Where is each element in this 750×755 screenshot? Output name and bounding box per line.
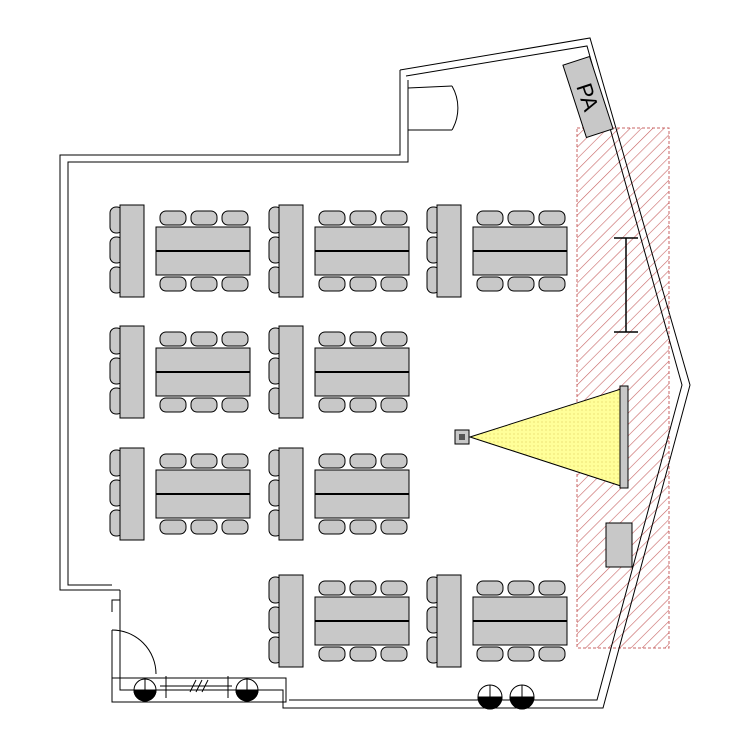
speaker-icon: [235, 678, 259, 702]
table-group: [426, 204, 568, 298]
speaker-icon: [133, 678, 157, 702]
table-group: [109, 447, 251, 541]
lectern-icon: [614, 237, 638, 333]
table-group: [109, 325, 251, 419]
projection-screen: [619, 385, 629, 489]
stage-label: PA: [562, 55, 614, 139]
table-group: [268, 325, 410, 419]
door-swing-icon: [111, 629, 157, 678]
outlet-icon: [477, 684, 503, 710]
table-group: [426, 574, 568, 668]
table-group: [268, 204, 410, 298]
door-swing-icon: [407, 85, 459, 131]
projector-icon: [454, 429, 470, 445]
table-group: [268, 574, 410, 668]
podium: [605, 522, 633, 568]
outlet-icon: [509, 684, 535, 710]
table-group: [268, 447, 410, 541]
equipment-rack: [160, 676, 232, 698]
projection-beam: [468, 387, 625, 488]
table-group: [109, 204, 251, 298]
